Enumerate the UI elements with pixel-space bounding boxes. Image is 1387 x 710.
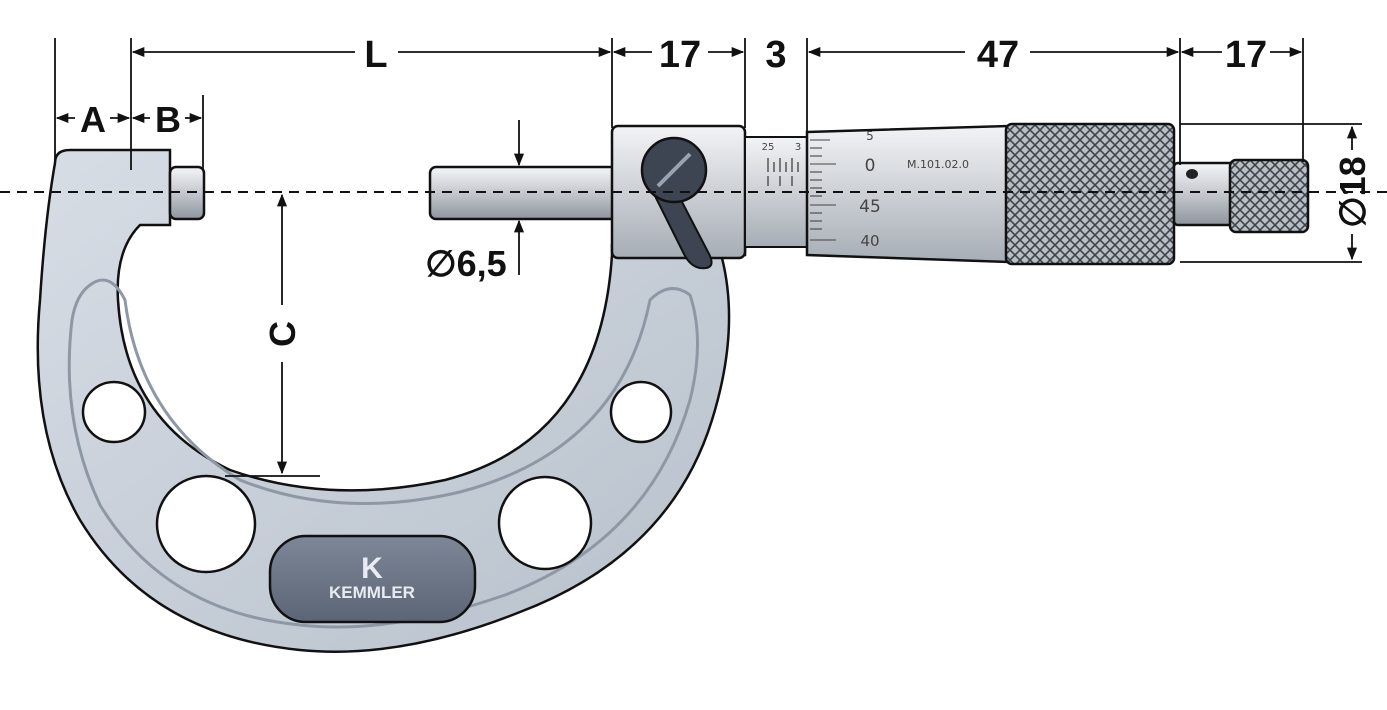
brand-logo: K: [361, 552, 383, 585]
thimble-mark-45: 45: [859, 197, 881, 217]
dim-label-L: L: [364, 34, 387, 76]
micrometer-frame: K KEMMLER: [36, 148, 747, 653]
dimension-labels: L 17 3 47 17 A B C ∅6,5 ∅18: [80, 34, 1373, 347]
spindle: [428, 165, 622, 221]
brand-plate: [268, 534, 477, 624]
frame-hole-right-small: [609, 380, 673, 444]
thimble-knurl: [1004, 122, 1176, 266]
thimble-mark-5: 5: [866, 129, 874, 143]
thimble-mark-40: 40: [860, 232, 879, 250]
lock-knob-slot: [656, 152, 692, 188]
frame-hole-left-small: [81, 380, 147, 444]
dim-label-A: A: [80, 99, 106, 140]
model-code: M.101.02.0: [907, 158, 969, 171]
dim-label-thimble-diameter: ∅18: [1332, 156, 1373, 227]
ratchet-pin: [1186, 169, 1198, 179]
dim-label-B: B: [155, 99, 181, 140]
dimension-lines: [54, 38, 1362, 477]
ratchet: [1172, 158, 1310, 234]
dim-label-spindle-diameter: ∅6,5: [425, 243, 506, 284]
dim-label-C: C: [262, 321, 303, 347]
dim-label-3: 3: [765, 34, 786, 76]
lock-lever: [640, 136, 713, 270]
frame-hole-left-large: [155, 474, 257, 574]
spindle-rod: [428, 165, 622, 221]
brand-name: KEMMLER: [329, 583, 415, 602]
dim-label-47: 47: [977, 34, 1019, 76]
dim-label-17-ratchet: 17: [1225, 34, 1267, 76]
dim-label-17-sleeve: 17: [659, 34, 701, 76]
thimble: 5 0 45 40 M.101.02.0: [805, 122, 1176, 266]
sleeve-ticks: [767, 158, 799, 186]
sleeve-mark-25: 25: [762, 142, 775, 153]
sleeve-housing: 25 3: [610, 124, 808, 260]
frame-hole-right-large: [497, 475, 593, 571]
thimble-mark-0: 0: [865, 156, 876, 176]
ratchet-neck: [1172, 161, 1236, 227]
thimble-graduations: [810, 139, 836, 241]
sleeve-mark-3: 3: [795, 142, 801, 153]
ratchet-knurl: [1228, 158, 1310, 234]
thimble-body: [805, 124, 1010, 264]
frame-inner-rim: [67, 278, 699, 629]
